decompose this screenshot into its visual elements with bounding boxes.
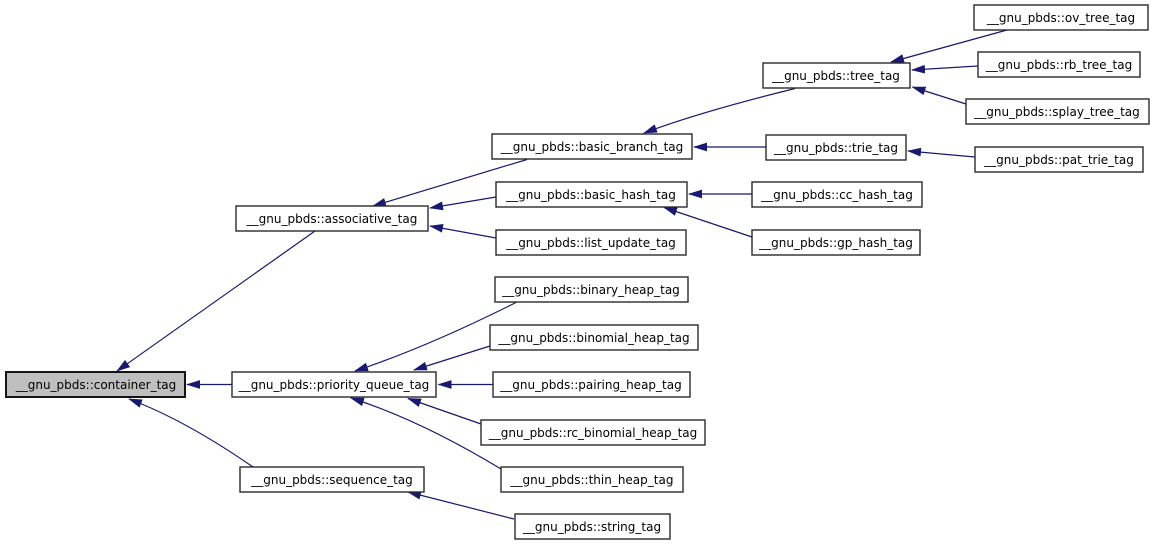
node-sequence_tag[interactable]: __gnu_pbds::sequence_tag bbox=[239, 466, 425, 493]
node-binary_heap_tag[interactable]: __gnu_pbds::binary_heap_tag bbox=[494, 276, 689, 303]
node-box-rc_binomial_heap_tag bbox=[480, 419, 706, 446]
node-box-binomial_heap_tag bbox=[489, 324, 699, 351]
edge-rc_binomial_heap_tag-to-priority_queue_tag bbox=[407, 397, 482, 425]
node-box-associative_tag bbox=[235, 205, 429, 232]
node-cc_hash_tag[interactable]: __gnu_pbds::cc_hash_tag bbox=[751, 181, 923, 208]
node-label-list_update_tag: __gnu_pbds::list_update_tag bbox=[505, 236, 676, 250]
node-box-basic_branch_tag bbox=[491, 133, 693, 160]
node-tree_tag[interactable]: __gnu_pbds::tree_tag bbox=[762, 62, 911, 89]
edge-string_tag-to-sequence_tag bbox=[407, 490, 515, 520]
node-box-sequence_tag bbox=[239, 466, 425, 493]
node-box-container_tag bbox=[5, 371, 186, 398]
node-label-basic_hash_tag: __gnu_pbds::basic_hash_tag bbox=[505, 188, 676, 202]
edge-basic_branch_tag-to-associative_tag bbox=[372, 158, 528, 207]
node-binomial_heap_tag[interactable]: __gnu_pbds::binomial_heap_tag bbox=[489, 324, 699, 351]
node-label-gp_hash_tag: __gnu_pbds::gp_hash_tag bbox=[758, 236, 913, 250]
edge-pat_trie_tag-to-trie_tag bbox=[907, 147, 976, 158]
edge-splay_tree_tag-to-tree_tag bbox=[911, 86, 967, 105]
node-label-rc_binomial_heap_tag: __gnu_pbds::rc_binomial_heap_tag bbox=[488, 426, 698, 440]
edge-rb_tree_tag-to-tree_tag bbox=[911, 64, 979, 74]
node-rb_tree_tag[interactable]: __gnu_pbds::rb_tree_tag bbox=[977, 51, 1141, 78]
node-label-cc_hash_tag: __gnu_pbds::cc_hash_tag bbox=[760, 188, 913, 202]
node-label-thin_heap_tag: __gnu_pbds::thin_heap_tag bbox=[510, 473, 674, 487]
node-label-ov_tree_tag: __gnu_pbds::ov_tree_tag bbox=[986, 11, 1135, 25]
node-ov_tree_tag[interactable]: __gnu_pbds::ov_tree_tag bbox=[973, 4, 1149, 31]
node-box-ov_tree_tag bbox=[973, 4, 1149, 31]
edge-binomial_heap_tag-to-priority_queue_tag bbox=[413, 345, 491, 371]
node-box-thin_heap_tag bbox=[500, 466, 684, 493]
node-box-pat_trie_tag bbox=[974, 146, 1144, 173]
node-label-binary_heap_tag: __gnu_pbds::binary_heap_tag bbox=[501, 283, 680, 297]
node-label-tree_tag: __gnu_pbds::tree_tag bbox=[771, 69, 900, 83]
node-label-rb_tree_tag: __gnu_pbds::rb_tree_tag bbox=[985, 58, 1132, 72]
edge-binary_heap_tag-to-priority_queue_tag bbox=[354, 301, 517, 372]
node-box-list_update_tag bbox=[495, 229, 687, 256]
node-box-gp_hash_tag bbox=[751, 229, 921, 256]
node-thin_heap_tag[interactable]: __gnu_pbds::thin_heap_tag bbox=[500, 466, 684, 493]
node-priority_queue_tag[interactable]: __gnu_pbds::priority_queue_tag bbox=[231, 371, 437, 398]
node-box-pairing_heap_tag bbox=[492, 371, 691, 398]
node-label-splay_tree_tag: __gnu_pbds::splay_tree_tag bbox=[973, 105, 1140, 119]
node-label-sequence_tag: __gnu_pbds::sequence_tag bbox=[250, 473, 413, 487]
edge-ov_tree_tag-to-tree_tag bbox=[890, 29, 1008, 63]
node-box-tree_tag bbox=[762, 62, 911, 89]
node-label-pairing_heap_tag: __gnu_pbds::pairing_heap_tag bbox=[499, 378, 681, 392]
node-gp_hash_tag[interactable]: __gnu_pbds::gp_hash_tag bbox=[751, 229, 921, 256]
node-label-container_tag: __gnu_pbds::container_tag bbox=[15, 378, 177, 392]
edges-layer bbox=[116, 29, 1008, 520]
node-string_tag[interactable]: __gnu_pbds::string_tag bbox=[514, 513, 671, 540]
node-box-basic_hash_tag bbox=[495, 181, 688, 208]
node-pairing_heap_tag[interactable]: __gnu_pbds::pairing_heap_tag bbox=[492, 371, 691, 398]
node-label-pat_trie_tag: __gnu_pbds::pat_trie_tag bbox=[983, 153, 1134, 167]
node-associative_tag[interactable]: __gnu_pbds::associative_tag bbox=[235, 205, 429, 232]
edge-basic_hash_tag-to-associative_tag bbox=[429, 196, 497, 211]
node-label-associative_tag: __gnu_pbds::associative_tag bbox=[246, 212, 418, 226]
node-label-string_tag: __gnu_pbds::string_tag bbox=[522, 520, 661, 534]
node-label-binomial_heap_tag: __gnu_pbds::binomial_heap_tag bbox=[497, 331, 689, 345]
node-trie_tag[interactable]: __gnu_pbds::trie_tag bbox=[765, 134, 907, 161]
node-list_update_tag[interactable]: __gnu_pbds::list_update_tag bbox=[495, 229, 687, 256]
node-box-rb_tree_tag bbox=[977, 51, 1141, 78]
edge-list_update_tag-to-associative_tag bbox=[429, 223, 497, 239]
edge-tree_tag-to-basic_branch_tag bbox=[643, 87, 796, 134]
node-box-trie_tag bbox=[765, 134, 907, 161]
node-rc_binomial_heap_tag[interactable]: __gnu_pbds::rc_binomial_heap_tag bbox=[480, 419, 706, 446]
node-label-trie_tag: __gnu_pbds::trie_tag bbox=[773, 141, 898, 155]
node-box-priority_queue_tag bbox=[231, 371, 437, 398]
node-basic_hash_tag[interactable]: __gnu_pbds::basic_hash_tag bbox=[495, 181, 688, 208]
edge-thin_heap_tag-to-priority_queue_tag bbox=[350, 397, 502, 470]
node-splay_tree_tag[interactable]: __gnu_pbds::splay_tree_tag bbox=[965, 98, 1150, 125]
node-box-splay_tree_tag bbox=[965, 98, 1150, 125]
node-pat_trie_tag[interactable]: __gnu_pbds::pat_trie_tag bbox=[974, 146, 1144, 173]
edge-associative_tag-to-container_tag bbox=[116, 230, 316, 372]
edge-gp_hash_tag-to-basic_hash_tag bbox=[663, 206, 753, 238]
node-box-string_tag bbox=[514, 513, 671, 540]
node-box-binary_heap_tag bbox=[494, 276, 689, 303]
edge-sequence_tag-to-container_tag bbox=[128, 398, 254, 468]
node-label-priority_queue_tag: __gnu_pbds::priority_queue_tag bbox=[238, 378, 430, 392]
node-basic_branch_tag[interactable]: __gnu_pbds::basic_branch_tag bbox=[491, 133, 693, 160]
node-box-cc_hash_tag bbox=[751, 181, 923, 208]
node-label-basic_branch_tag: __gnu_pbds::basic_branch_tag bbox=[500, 140, 684, 154]
node-container_tag: __gnu_pbds::container_tag bbox=[5, 371, 186, 398]
